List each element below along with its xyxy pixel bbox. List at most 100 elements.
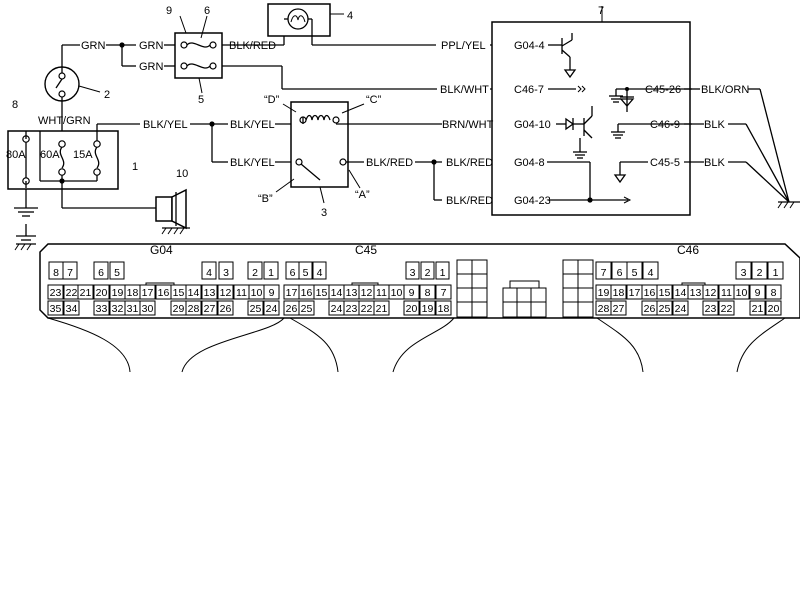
c45-pin-8: 8 bbox=[425, 287, 431, 299]
g04-pin-28: 28 bbox=[188, 303, 200, 315]
lamp-4 bbox=[267, 3, 344, 45]
g04-pin-28-cell bbox=[185, 300, 202, 316]
pin-label-c46-9: C46-9 bbox=[650, 119, 680, 131]
c45-pin-4-cell bbox=[312, 261, 327, 280]
c46-pin-15-cell bbox=[656, 284, 673, 300]
c46-pin-16: 16 bbox=[644, 287, 656, 299]
g04-pin-33-cell bbox=[93, 300, 110, 316]
c46-pin-14: 14 bbox=[675, 287, 687, 299]
g04-pin-14-cell bbox=[185, 284, 202, 300]
g04-pin-26: 26 bbox=[220, 303, 232, 315]
main-relay bbox=[275, 101, 386, 204]
callout-1: 1 bbox=[132, 161, 138, 173]
g04-pin-34-cell bbox=[63, 300, 80, 316]
c46-pin-8: 8 bbox=[771, 287, 777, 299]
relay-terminal-a: “A” bbox=[355, 189, 370, 201]
c46-pin-22: 22 bbox=[721, 303, 733, 315]
callout-5: 5 bbox=[198, 94, 204, 106]
c45-pin-9-cell bbox=[403, 284, 420, 300]
fuse-60a-label: 60A bbox=[40, 149, 60, 161]
g04-pin-29: 29 bbox=[173, 303, 185, 315]
relay-terminal-d: “D” bbox=[264, 94, 280, 106]
c46-pin-9: 9 bbox=[755, 287, 761, 299]
fuse-80a-label: 80A bbox=[6, 149, 26, 161]
c45-pin-6: 6 bbox=[290, 267, 296, 279]
c45-pin-3: 3 bbox=[410, 267, 416, 279]
g04-pin-12: 12 bbox=[220, 287, 232, 299]
c46-pin-17: 17 bbox=[629, 287, 641, 299]
sensor-10 bbox=[61, 181, 190, 235]
c46-pin-28: 28 bbox=[598, 303, 610, 315]
c46-pin-2-cell bbox=[751, 261, 768, 280]
c45-pin-12: 12 bbox=[361, 287, 373, 299]
c46-pin-12-cell bbox=[702, 284, 719, 300]
g04-pin-33: 33 bbox=[96, 303, 108, 315]
g04-pin-15: 15 bbox=[173, 287, 185, 299]
g04-pin-25-cell bbox=[247, 300, 264, 316]
g04-pin-4: 4 bbox=[206, 267, 212, 279]
g04-pin-21-cell bbox=[77, 284, 94, 300]
c45-pin-5-cell bbox=[298, 261, 313, 280]
c45-pin-5: 5 bbox=[303, 267, 309, 279]
connector-name-c45: C45 bbox=[355, 243, 377, 257]
wire-label-blk-orn: BLK/ORN bbox=[701, 84, 749, 96]
c46-pin-3: 3 bbox=[741, 267, 747, 279]
pin-label-c45-5: C45-5 bbox=[650, 157, 680, 169]
c46-pin-10-cell bbox=[733, 284, 750, 300]
g04-pin-27: 27 bbox=[204, 303, 216, 315]
g04-pin-7: 7 bbox=[67, 267, 73, 279]
g04-pin-13: 13 bbox=[204, 287, 216, 299]
c45-pin-1: 1 bbox=[440, 267, 446, 279]
wire-label-blk-red-2: BLK/RED bbox=[366, 157, 413, 169]
callout-3: 3 bbox=[321, 207, 327, 219]
c45-pin-7: 7 bbox=[441, 287, 447, 299]
wire-label-brn-wht: BRN/WHT bbox=[442, 119, 494, 131]
c46-pin-23: 23 bbox=[705, 303, 717, 315]
g04-pin-35-cell bbox=[47, 300, 64, 316]
wire-label-wht-grn: WHT/GRN bbox=[38, 115, 91, 127]
c45-pin-2: 2 bbox=[425, 267, 431, 279]
c46-pin-5: 5 bbox=[632, 267, 638, 279]
g04-pin-18: 18 bbox=[127, 287, 139, 299]
wire-label-blk-2: BLK bbox=[704, 157, 725, 169]
g04-pin-10: 10 bbox=[251, 287, 263, 299]
c46-pin-1: 1 bbox=[773, 267, 779, 279]
g04-pin-8: 8 bbox=[53, 267, 59, 279]
g04-pin-13-cell bbox=[201, 284, 218, 300]
g04-pin-3-cell bbox=[218, 261, 234, 280]
c45-pin-8-cell bbox=[419, 284, 436, 300]
c45-pin-15: 15 bbox=[316, 287, 328, 299]
g04-pin-22: 22 bbox=[66, 287, 78, 299]
c45-pin-21: 21 bbox=[376, 303, 388, 315]
c46-pin-7-cell bbox=[595, 261, 612, 280]
c46-pin-26: 26 bbox=[644, 303, 656, 315]
pin-label-g04-8: G04-8 bbox=[514, 157, 545, 169]
g04-pin-1-cell bbox=[263, 261, 279, 280]
g04-pin-11: 11 bbox=[236, 287, 247, 299]
c46-pin-5-cell bbox=[626, 261, 643, 280]
c45-pin-3-cell bbox=[405, 261, 420, 280]
c45-pin-13: 13 bbox=[346, 287, 358, 299]
wire-label-ppl-yel: PPL/YEL bbox=[441, 40, 486, 52]
c45-pin-11: 11 bbox=[376, 287, 387, 299]
c46-pin-6: 6 bbox=[617, 267, 623, 279]
c46-pin-21-cell bbox=[749, 300, 766, 316]
c45-pin-22: 22 bbox=[361, 303, 373, 315]
c46-pin-27: 27 bbox=[613, 303, 625, 315]
c45-pin-21-cell bbox=[373, 300, 390, 316]
wire-label-grn-3: GRN bbox=[139, 61, 164, 73]
c46-pin-4-cell bbox=[642, 261, 659, 280]
wire-label-blk-wht: BLK/WHT bbox=[440, 84, 489, 96]
c45-pin-4: 4 bbox=[317, 267, 323, 279]
g04-pin-9: 9 bbox=[269, 287, 275, 299]
c46-pin-9-cell bbox=[749, 284, 766, 300]
c46-pin-23-cell bbox=[702, 300, 719, 316]
g04-pin-19: 19 bbox=[112, 287, 124, 299]
wire-label-blk-1: BLK bbox=[704, 119, 725, 131]
callout-8: 8 bbox=[12, 99, 18, 111]
g04-pin-14: 14 bbox=[188, 287, 200, 299]
callout-2: 2 bbox=[104, 89, 110, 101]
wire-label-grn-2: GRN bbox=[139, 40, 164, 52]
g04-pin-23: 23 bbox=[50, 287, 62, 299]
